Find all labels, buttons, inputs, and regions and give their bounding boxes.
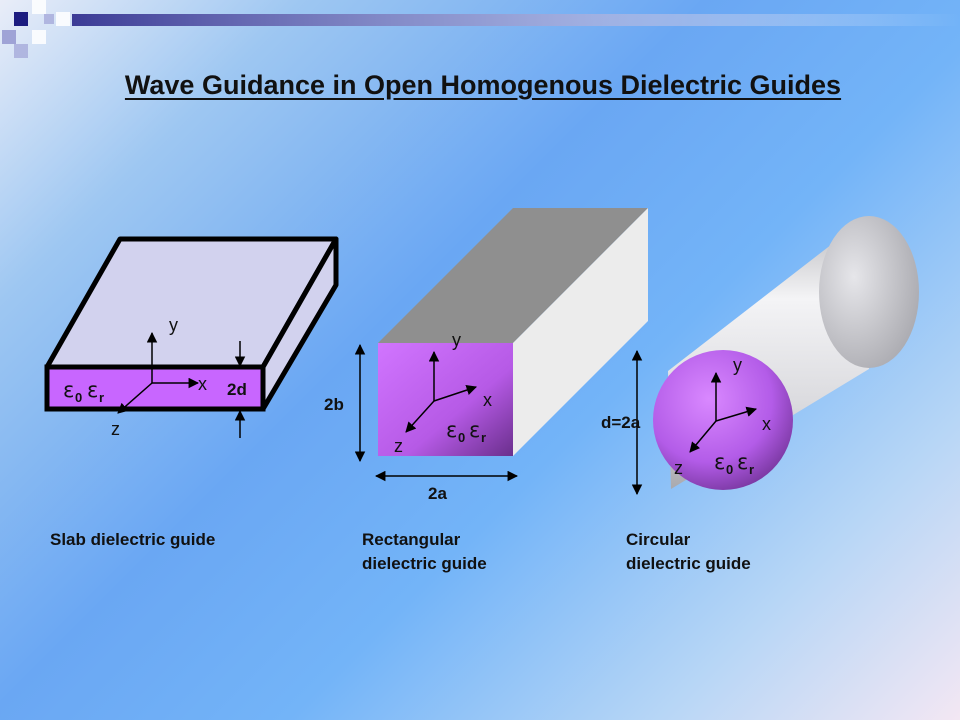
circ-caption: Circular dielectric guide — [626, 528, 751, 576]
slab-caption: Slab dielectric guide — [50, 528, 215, 552]
slab-caption-text: Slab dielectric guide — [50, 530, 216, 549]
circ-eps-0: ε — [714, 450, 725, 474]
rectangular-guide: y x z ε 0 ε r 2b 2a — [324, 208, 648, 503]
slab-eps-r: ε — [87, 378, 98, 402]
circ-eps-r-sub: r — [749, 462, 754, 477]
slide-title: Wave Guidance in Open Homogenous Dielect… — [124, 70, 842, 100]
rect-caption-line1: Rectangular — [362, 530, 461, 549]
rect-side-face — [513, 208, 648, 456]
slab-axis-x-label: x — [198, 374, 207, 394]
rect-axis-x-label: x — [483, 390, 492, 410]
circ-axis-z-label: z — [674, 458, 683, 478]
corner-square-light — [32, 0, 46, 14]
cyl-front-face — [653, 350, 793, 490]
slab-front-face — [44, 364, 266, 412]
slab-thickness-label: 2d — [227, 380, 247, 399]
rect-height-label: 2b — [324, 395, 344, 414]
corner-square-light — [56, 12, 70, 26]
rect-eps-r: ε — [469, 418, 480, 442]
rect-eps-r-sub: r — [481, 430, 486, 445]
rect-axis-z-label: z — [394, 436, 403, 456]
corner-square-mid — [44, 14, 54, 24]
rect-width-label: 2a — [428, 484, 447, 503]
slab-eps-0: ε — [63, 378, 74, 402]
rect-axis-z — [405, 400, 435, 433]
circ-eps-0-sub: 0 — [726, 462, 733, 477]
slab-axis-z-label: z — [111, 419, 120, 439]
circ-axis-z — [689, 420, 717, 453]
cyl-back-end — [819, 216, 919, 368]
corner-bar — [72, 14, 960, 26]
rect-eps-0: ε — [446, 418, 457, 442]
slab-eps-r-sub: r — [99, 390, 104, 405]
corner-square-mid — [14, 44, 28, 58]
circ-diameter-label: d=2a — [601, 413, 641, 432]
rect-top-face — [378, 208, 648, 343]
slab-axis-z — [117, 382, 153, 414]
circ-axis-y-label: y — [733, 355, 742, 375]
corner-square-dark — [14, 12, 28, 26]
corner-square-mid — [2, 30, 16, 44]
circular-guide: y x z ε 0 ε r d=2a — [601, 216, 919, 496]
rect-caption-line2: dielectric guide — [362, 554, 487, 573]
circ-eps-r: ε — [737, 450, 748, 474]
slab-eps-0-sub: 0 — [75, 390, 82, 405]
circ-caption-line2: dielectric guide — [626, 554, 751, 573]
rect-caption: Rectangular dielectric guide — [362, 528, 487, 576]
rect-eps-0-sub: 0 — [458, 430, 465, 445]
slab-guide: y x z ε 0 ε r 2d — [44, 236, 339, 439]
rect-front-face — [378, 343, 513, 456]
circ-axis-x-label: x — [762, 414, 771, 434]
circ-caption-line1: Circular — [626, 530, 691, 549]
rect-axis-y-label: y — [452, 330, 461, 350]
corner-decoration — [2, 0, 960, 58]
circ-axis-x — [715, 406, 758, 422]
rect-axis-x — [433, 385, 477, 402]
corner-square-light — [32, 30, 46, 44]
slab-axis-y-label: y — [169, 315, 178, 335]
